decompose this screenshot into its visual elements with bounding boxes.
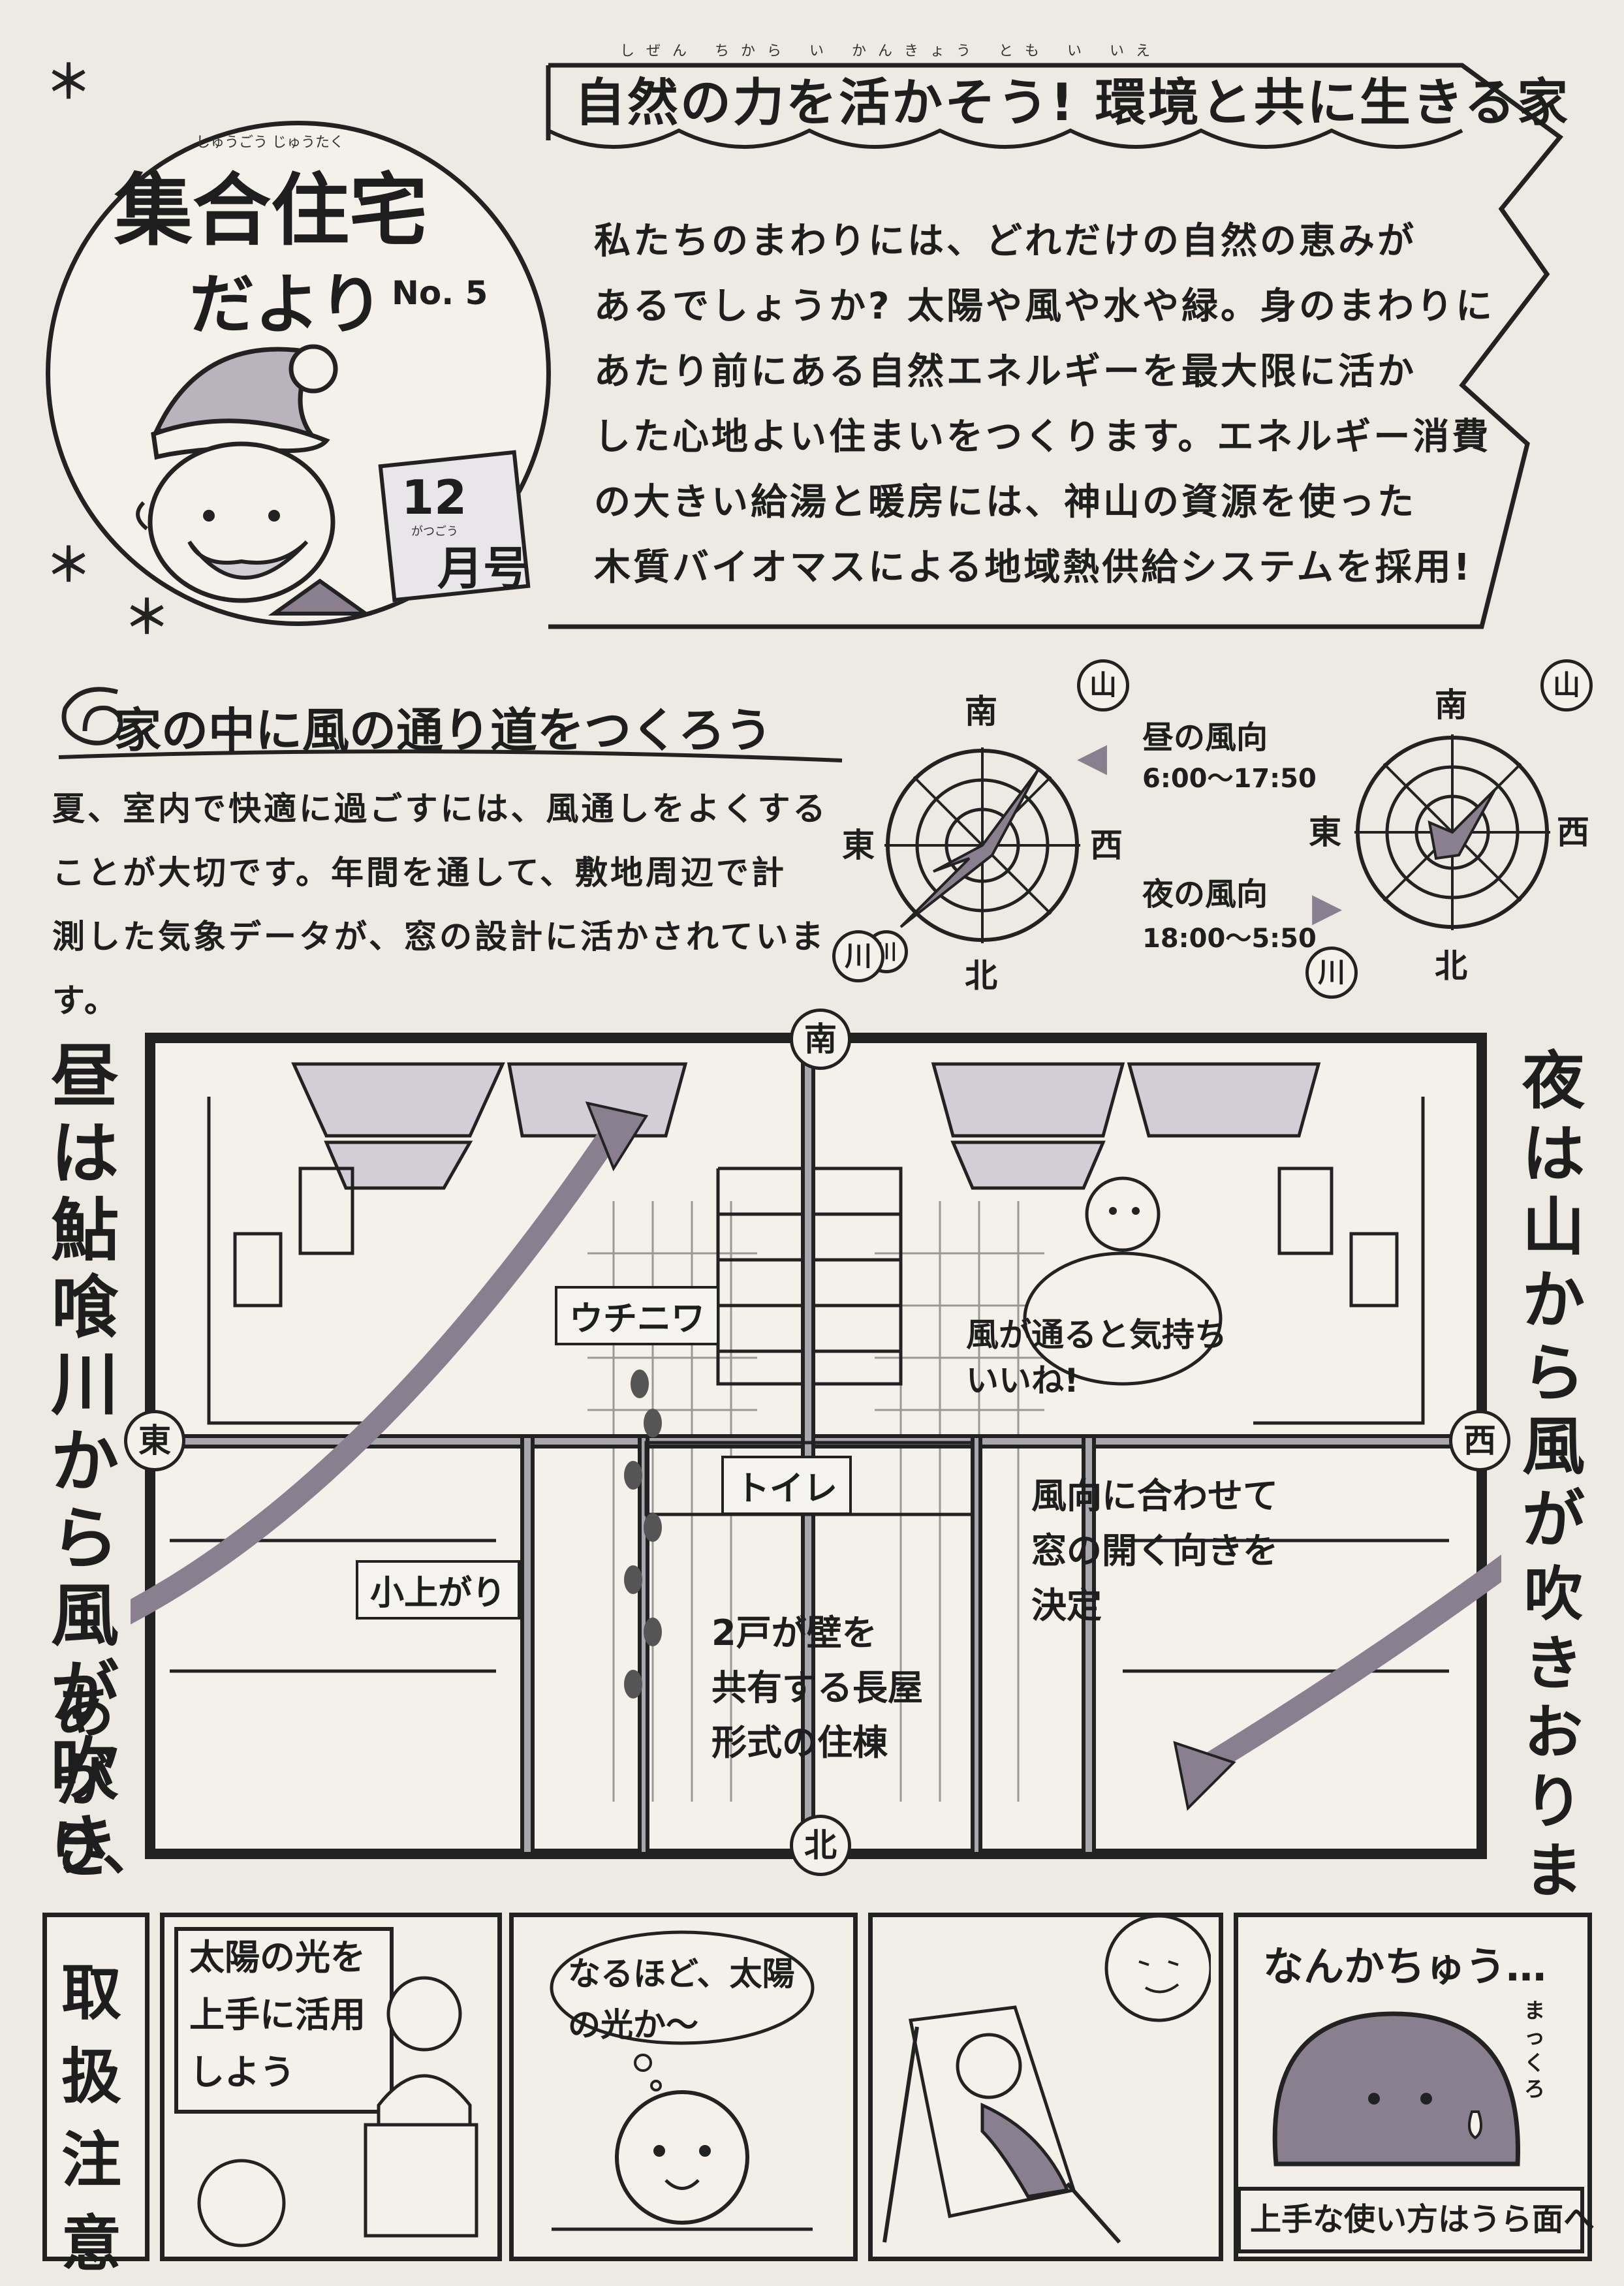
asterisk-icon: ＊ [46,539,91,592]
wind-body-line: 夏、室内で快適に過ごすには、風通しをよくする [52,790,828,828]
issue-number: No. 5 [392,274,488,312]
day-compass-east: 東 [842,826,875,864]
comic-footer-box [1237,2187,1584,2253]
night-wind-time: 18:00〜5:50 [1142,924,1317,954]
banner-headline: 自然の力を活かそう! 環境と共に生きる家 [574,74,1570,133]
intro-line: あたり前にある自然エネルギーを最大限に活か [594,351,1416,393]
sunbathing-illustration [882,1916,1211,2244]
day-compass-west: 西 [1090,826,1123,864]
day-mountain-icon: 山 [1077,659,1129,712]
row-note-line: 形式の住棟 [711,1722,888,1763]
night-arrow-icon: ▶ [1312,885,1343,930]
night-wind-label: 夜の風向 [1142,876,1268,913]
plan-west-marker: 西 [1449,1410,1510,1471]
left-caption: 昼は鮎喰川から風が吹き [50,1037,119,1887]
asterisk-icon: ＊ [46,55,91,109]
swirl-icon [58,687,843,762]
window-direction-note: 風向に合わせて 窓の開く向きを 決定 [1031,1469,1278,1633]
sunburnt-mascot-illustration [1272,2011,1520,2167]
month-label: 月号 [437,542,529,595]
masthead-title: 集合住宅 [114,166,428,257]
intro-text: 私たちのまわりには、どれだけの自然の恵みが あるでしょうか? 太陽や風や水や緑。… [594,209,1527,601]
banner-frame [546,63,1564,629]
comic-panel-1-text: 太陽の光を上手に活用しよう [189,1937,366,2093]
night-compass-west: 西 [1557,813,1589,851]
window-note-line: 窓の開く向きを [1031,1530,1278,1571]
intro-line: した心地よい住まいをつくります。エネルギー消費 [594,416,1491,458]
window-note-line: 風向に合わせて [1031,1475,1278,1516]
plan-east-marker: 東 [124,1410,185,1471]
night-river-icon: 川 [1305,947,1358,999]
comic-side-label: 取扱注意 [61,1958,121,2279]
day-wind-label: 昼の風向 [1142,719,1268,756]
wind-body-line: 測した気象データが、窓の設計に活かされています。 [52,918,826,1020]
night-wind-rose [1354,734,1550,930]
comic-panel-2-text: なるほど、太陽の光か〜 [568,1955,795,2044]
masthead-subtitle: だより [189,266,384,343]
night-mountain-icon: 山 [1540,659,1593,712]
plan-north-marker: 北 [790,1815,851,1876]
wind-section-body: 夏、室内で快適に過ごすには、風通しをよくする ことが大切です。年間を通して、敷地… [52,777,888,1033]
night-compass-south: 南 [1435,686,1467,724]
day-compass-south: 南 [965,693,997,730]
room-label-toilet: トイレ [721,1456,852,1515]
comic-panel-4-text: なんかちゅう… [1263,1943,1547,1990]
room-label-agari: 小上がり [356,1560,521,1620]
intro-line: あるでしょうか? 太陽や風や水や緑。身のまわりに [594,285,1495,328]
day-wind-time: 6:00〜17:50 [1142,764,1317,794]
teacher-illustration [174,1927,478,2247]
day-river-icon: 川 [832,930,884,982]
month-ruby: がつごう [411,525,458,539]
santa-mascot-illustration [136,344,372,616]
window-note-line: 決定 [1031,1585,1102,1626]
row-note-line: 2戸が壁を [711,1612,877,1653]
right-caption: 夜は山から風が [1522,1044,1585,1556]
comic-side-panel [42,1913,149,2261]
masthead-title-ruby: しゅうごう じゅうたく [196,134,344,151]
room-label-uchiniwa: ウチニワ [555,1286,720,1345]
day-compass-north: 北 [965,957,997,995]
month-number: 12 [401,470,467,525]
row-note-line: 共有する長屋 [711,1667,923,1708]
night-compass-east: 東 [1309,813,1341,851]
day-arrow-icon: ◀ [1077,734,1108,780]
wind-section-heading: 家の中に風の通り道をつくろう [114,703,773,758]
thinking-mascot-illustration [550,1930,815,2231]
wind-body-line: ことが大切です。年間を通して、敷地周辺で計 [52,854,787,892]
day-wind-rose [884,747,1080,943]
comic-panel-4-aside: まっくろ [1524,1998,1546,2101]
speech-bubble-wind: 風が通ると気持ちいいね! [966,1316,1227,1400]
intro-line: の大きい給湯と暖房には、神山の資源を使った [594,481,1416,524]
banner-ruby: しぜん ちから い かんきょう とも い いえ [620,43,1162,59]
row-house-note: 2戸が壁を 共有する長屋 形式の住棟 [711,1606,923,1770]
intro-line: 私たちのまわりには、どれだけの自然の恵みが [594,220,1416,262]
night-compass-north: 北 [1435,947,1467,985]
intro-line: 木質バイオマスによる地域熱供給システムを採用! [594,546,1473,589]
right-caption-tail: 吹きおります [1524,1560,1583,1975]
asterisk-icon: ＊ [124,591,170,644]
plan-south-marker: 南 [790,1009,851,1070]
comic-footer[interactable]: 上手な使い方はうら面へ [1250,2201,1595,2238]
left-caption-tail: あがり、 [46,1678,161,1883]
